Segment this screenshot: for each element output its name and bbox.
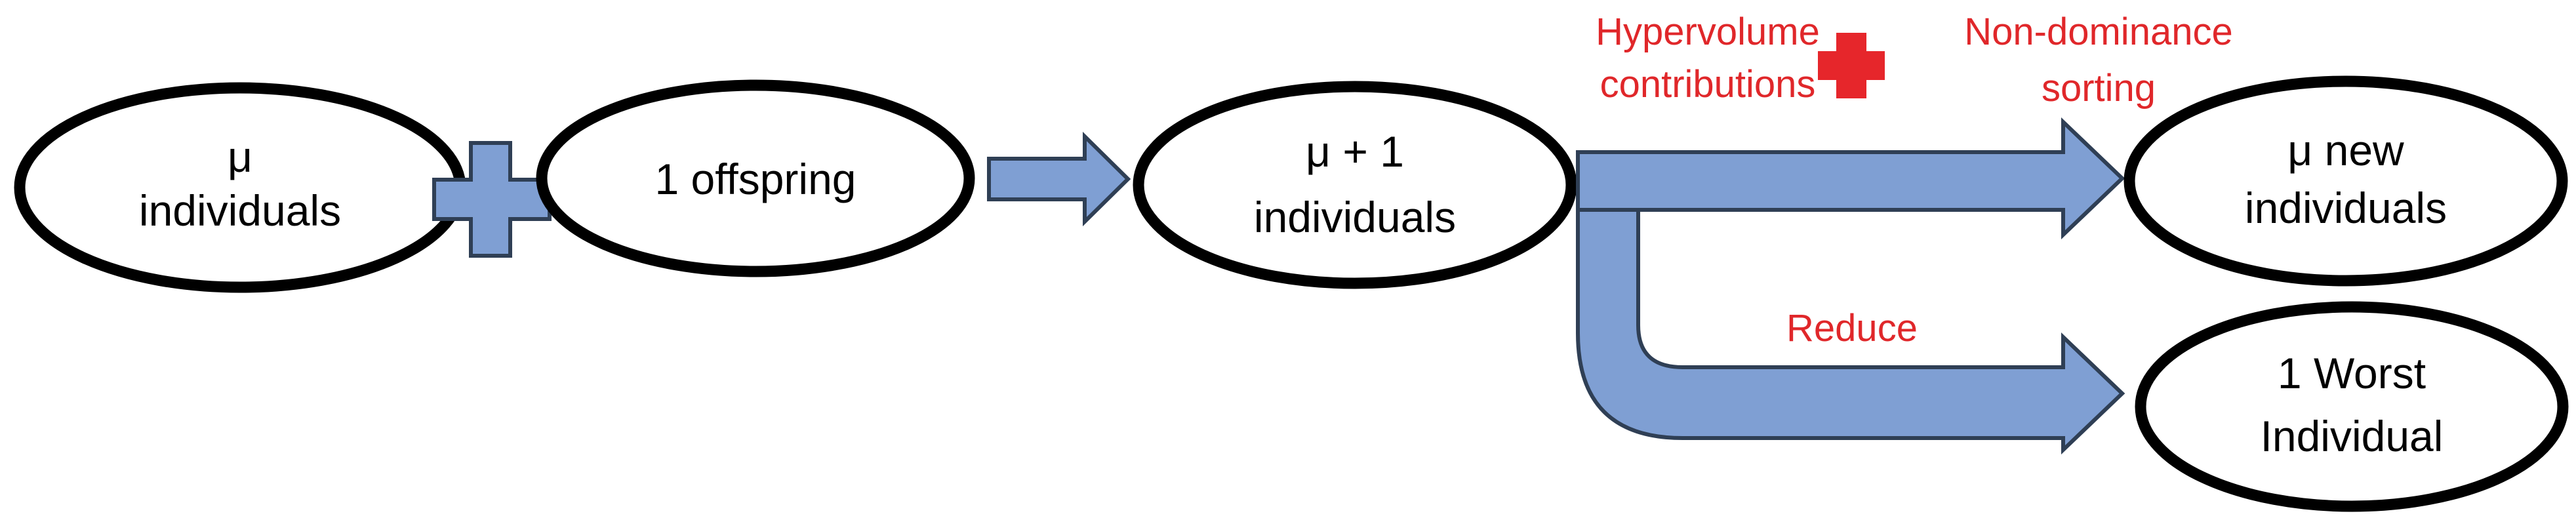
node-mu-individuals-line1: μ xyxy=(228,132,252,181)
node-mu-new-line1: μ new xyxy=(2287,126,2404,174)
node-mu-plus-one-line2: individuals xyxy=(1254,193,1456,241)
node-one-offspring-shape xyxy=(536,79,975,277)
plus-icon xyxy=(432,141,552,258)
arrow-right-long xyxy=(1576,117,2125,240)
arrow-right-long-shape xyxy=(1576,117,2125,240)
annotation-non-dominance-line2: sorting xyxy=(2042,67,2156,110)
node-mu-individuals-line2: individuals xyxy=(139,186,341,235)
node-worst: 1 Worst Individual xyxy=(2135,301,2569,512)
arrow-right xyxy=(987,131,1131,227)
node-mu-new-line2: individuals xyxy=(2245,184,2447,232)
node-worst-line2: Individual xyxy=(2261,412,2444,460)
node-mu-plus-one-shape xyxy=(1133,81,1577,289)
annotation-hypervolume-line1: Hypervolume xyxy=(1596,10,1820,53)
arrow-bent-down-right xyxy=(1576,208,2125,455)
annotation-reduce: Reduce xyxy=(1786,307,1918,350)
node-worst-line1: 1 Worst xyxy=(2278,349,2426,397)
node-mu-plus-one-line1: μ + 1 xyxy=(1306,127,1404,176)
node-mu-new: μ new individuals xyxy=(2123,75,2568,287)
node-mu-plus-one: μ + 1 individuals xyxy=(1133,81,1577,289)
red-plus-shape xyxy=(1818,33,1885,98)
node-worst-shape xyxy=(2135,301,2569,512)
annotation-hypervolume: Hypervolume contributions xyxy=(1596,10,1820,106)
blue-plus-shape xyxy=(432,141,552,258)
arrow-right-shape xyxy=(987,131,1131,227)
node-one-offspring: 1 offspring xyxy=(536,79,975,277)
annotation-non-dominance: Non-dominance sorting xyxy=(1964,10,2232,110)
node-one-offspring-line1: 1 offspring xyxy=(655,155,856,203)
annotation-hypervolume-line2: contributions xyxy=(1600,63,1816,106)
annotation-non-dominance-line1: Non-dominance xyxy=(1964,10,2232,53)
node-mu-new-shape xyxy=(2123,75,2568,287)
plus-icon xyxy=(1818,33,1885,98)
arrow-bent-shape xyxy=(1576,208,2125,455)
node-mu-individuals: μ individuals xyxy=(14,82,466,293)
